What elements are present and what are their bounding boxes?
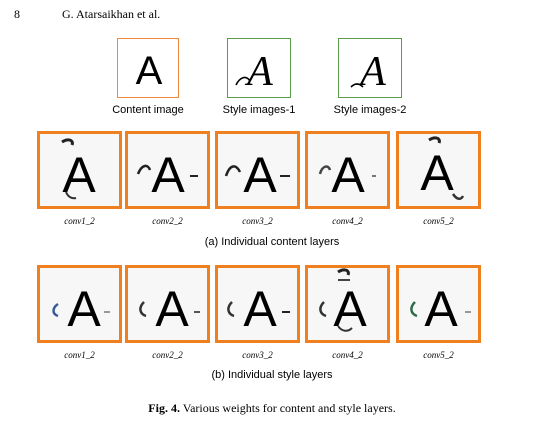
- style1-letter: A: [244, 49, 273, 95]
- content-layer-conv2-2: A: [125, 131, 210, 209]
- svg-text:A: A: [67, 281, 101, 337]
- svg-text:A: A: [62, 147, 96, 203]
- content-layer-conv4-2: A: [305, 131, 390, 209]
- svg-text:A: A: [243, 281, 277, 337]
- style-layer-conv5-2: A: [396, 265, 481, 343]
- figure-caption-text: Various weights for content and style la…: [182, 401, 396, 415]
- svg-text:A: A: [420, 145, 454, 201]
- style-layer-label: conv2_2: [152, 350, 183, 360]
- figure-caption: Fig. 4. Various weights for content and …: [0, 401, 544, 416]
- style-layer-label: conv1_2: [64, 350, 95, 360]
- content-layer-label: conv4_2: [332, 216, 363, 226]
- content-layer-label: conv3_2: [242, 216, 273, 226]
- content-layer-label: conv1_2: [64, 216, 95, 226]
- figure-label: Fig. 4.: [148, 401, 180, 415]
- svg-text:A: A: [243, 147, 277, 203]
- style-image-1-label: Style images-1: [222, 104, 296, 116]
- svg-text:A: A: [424, 281, 458, 337]
- style-layer-label: conv5_2: [423, 350, 454, 360]
- style-image-1: A: [227, 38, 291, 98]
- svg-text:A: A: [151, 147, 185, 203]
- content-image-label: Content image: [112, 104, 184, 116]
- content-layer-label: conv5_2: [423, 216, 454, 226]
- content-image: A: [117, 38, 179, 98]
- content-layer-label: conv2_2: [152, 216, 183, 226]
- style-image-2: A: [338, 38, 402, 98]
- style-layer-conv1-2: A: [37, 265, 122, 343]
- running-head: G. Atarsaikhan et al.: [62, 7, 161, 21]
- style-layer-label: conv4_2: [332, 350, 363, 360]
- style-image-2-label: Style images-2: [333, 104, 407, 116]
- svg-text:A: A: [155, 281, 189, 337]
- subcaption-style-layers: (b) Individual style layers: [211, 369, 333, 381]
- style-layer-conv2-2: A: [125, 265, 210, 343]
- style-layer-label: conv3_2: [242, 350, 273, 360]
- svg-text:A: A: [331, 147, 365, 203]
- content-layer-conv1-2: A: [37, 131, 122, 209]
- style-layer-conv3-2: A: [215, 265, 300, 343]
- subcaption-content-layers: (a) Individual content layers: [204, 236, 340, 248]
- content-layer-conv3-2: A: [215, 131, 300, 209]
- content-layer-conv5-2: A: [396, 131, 481, 209]
- style2-letter: A: [357, 49, 386, 95]
- style-layer-conv4-2: A: [305, 265, 390, 343]
- page-number: 8: [14, 7, 20, 21]
- content-letter: A: [136, 49, 163, 93]
